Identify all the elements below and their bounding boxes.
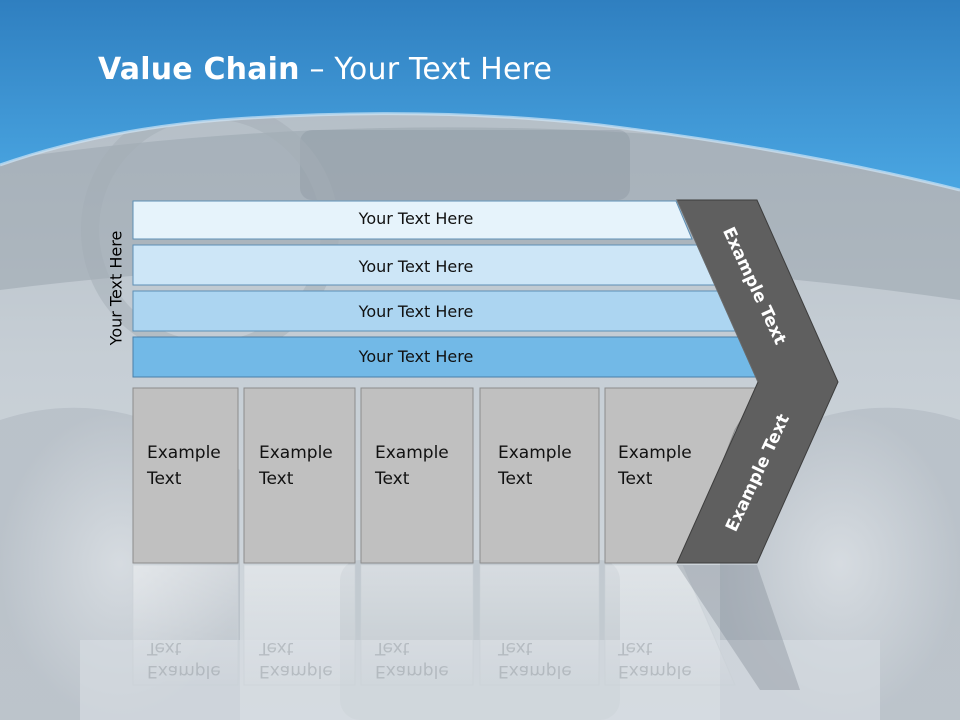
row-label-4: Your Text Here xyxy=(358,347,474,366)
chevron-highlight xyxy=(676,199,759,383)
column-label-5-line1: Example xyxy=(618,443,692,463)
column-boxes xyxy=(132,387,761,564)
column-label-5-line2: Text xyxy=(618,469,653,489)
column-box-3[interactable] xyxy=(360,387,474,564)
column-box-1[interactable] xyxy=(132,387,239,564)
column-box-4[interactable] xyxy=(479,387,600,564)
row-bars xyxy=(132,200,763,378)
slide-title: Value Chain – Your Text Here xyxy=(98,52,552,87)
column-label-1-line2: Text xyxy=(147,469,182,489)
column-label-4-line1: Example xyxy=(498,443,572,463)
column-box-2[interactable] xyxy=(243,387,356,564)
column-label-3-line2: Text xyxy=(375,469,410,489)
row-label-3: Your Text Here xyxy=(358,302,474,321)
row-bar-1[interactable] xyxy=(132,200,693,240)
column-label-4-line2: Text xyxy=(498,469,533,489)
column-label-2-line2: Text xyxy=(259,469,294,489)
column-label-2-line1: Example xyxy=(259,443,333,463)
column-label-1-line1: Example xyxy=(147,443,221,463)
title-bold: Value Chain xyxy=(98,52,300,87)
row-label-2: Your Text Here xyxy=(358,257,474,276)
column-label-3-line1: Example xyxy=(375,443,449,463)
title-rest: – Your Text Here xyxy=(299,52,553,87)
row-label-1: Your Text Here xyxy=(358,209,474,228)
